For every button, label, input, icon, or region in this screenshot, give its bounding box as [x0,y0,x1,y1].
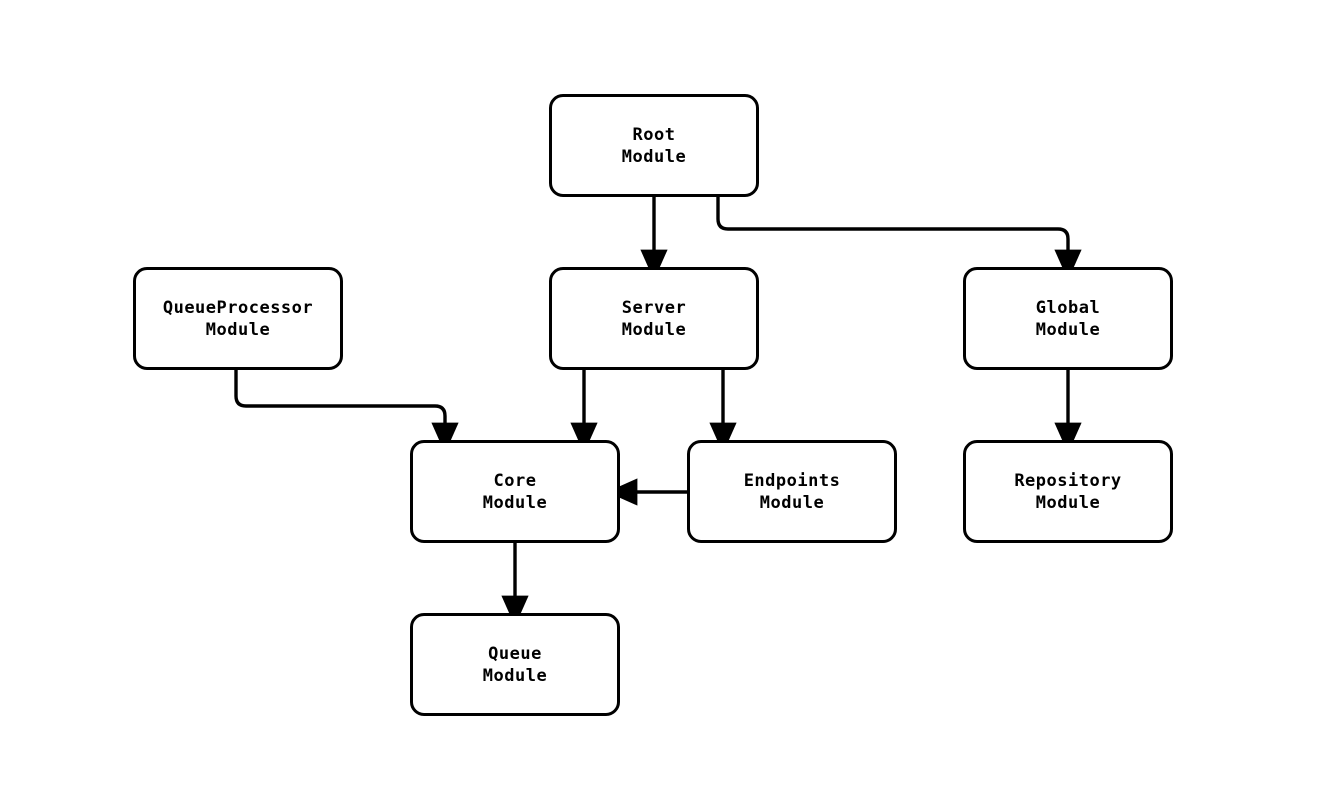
node-label-primary: Core [493,470,537,491]
edge-root-to-global [716,197,1082,281]
node-label-primary: QueueProcessor [162,297,314,318]
node-label-primary: Queue [488,643,542,664]
node-label-secondary: Module [482,665,548,686]
node-label-primary: Endpoints [743,470,841,491]
node-label-primary: Global [1035,297,1101,318]
node-label-secondary: Module [621,319,687,340]
edge-queueprocessor-to-core [234,370,459,454]
node-label-secondary: Module [1035,492,1101,513]
node-label-secondary: Module [621,146,687,167]
node-label-secondary: Module [205,319,271,340]
edges-group [234,197,1082,627]
node-label-primary: Server [621,297,687,318]
node-label-primary: Repository [1014,470,1122,491]
node-label-primary: Root [632,124,676,145]
node-label-secondary: Module [482,492,548,513]
node-label-secondary: Module [759,492,825,513]
node-label-secondary: Module [1035,319,1101,340]
